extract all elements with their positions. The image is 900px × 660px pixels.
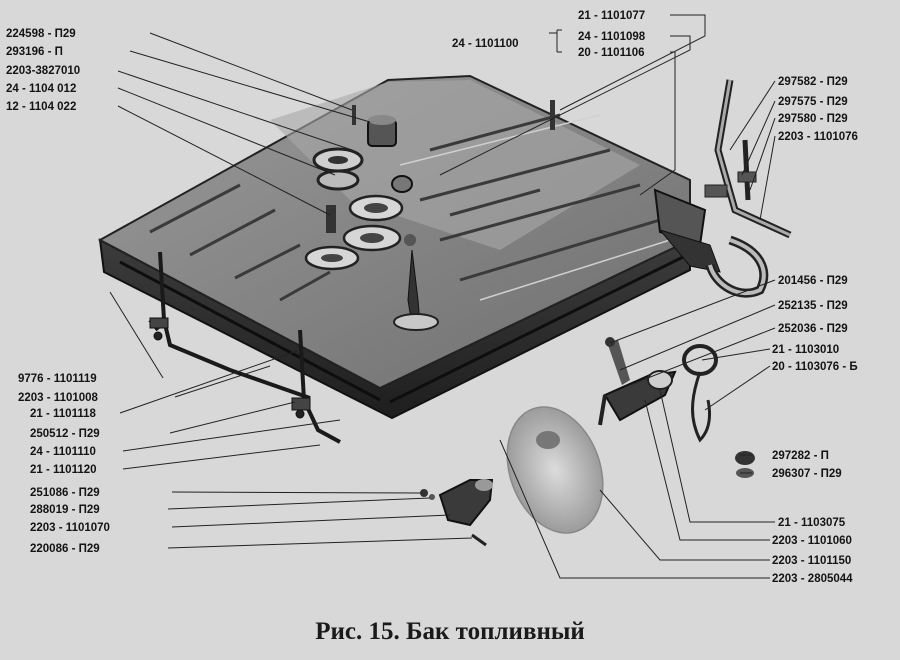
part-labels: 224598 - П29 293196 - П 2203-3827010 24 …: [6, 10, 858, 585]
label-2203-1101150: 2203 - 1101150: [772, 555, 851, 567]
sender-units: [304, 100, 555, 331]
pipe-hose: [598, 394, 607, 426]
label-252135: 252135 - П29: [778, 300, 848, 312]
label-2203-3827010: 2203-3827010: [6, 65, 80, 77]
label-220086: 220086 - П29: [30, 543, 100, 555]
gasket-disk: [506, 406, 604, 534]
top-stud-2: [550, 100, 555, 130]
label-201456: 201456 - П29: [778, 275, 848, 287]
small-cap: [391, 175, 413, 193]
seal-ring: [682, 344, 718, 376]
small-washer: [429, 494, 435, 500]
label-24-1101098: 24 - 1101098: [578, 31, 646, 43]
label-2203-1101008: 2203 - 1101008: [18, 392, 99, 404]
strap-clips: [149, 317, 311, 419]
tank-top-raised: [270, 80, 640, 250]
tank-bracket: [658, 229, 721, 273]
filler-cap-chain: [691, 371, 712, 443]
label-224598: 224598 - П29: [6, 28, 76, 40]
label-assembly: 24 - 1101100: [452, 38, 519, 50]
figure-caption: Рис. 15. Бак топливный: [315, 618, 585, 645]
vent-tube-assembly: [704, 79, 792, 298]
sender-stem: [326, 205, 336, 233]
label-24-1104012: 24 - 1104 012: [6, 83, 76, 95]
small-nut: [420, 489, 428, 497]
label-2203-1101076: 2203 - 1101076: [778, 131, 858, 143]
tank-grooves: [149, 113, 661, 302]
label-21-1103010: 21 - 1103010: [772, 344, 839, 356]
top-stud: [352, 105, 356, 125]
small-bolt: [471, 533, 487, 547]
pipe-clip: [608, 340, 630, 385]
label-297282: 297282 - П: [772, 450, 829, 462]
label-21-1101120: 21 - 1101120: [30, 464, 97, 476]
lower-parts: [420, 479, 494, 547]
leader-lines: [109, 14, 776, 579]
label-297575: 297575 - П29: [778, 96, 848, 108]
filler-pipe-parts: [598, 337, 755, 478]
label-297582: 297582 - П29: [778, 76, 848, 88]
label-293196: 293196 - П: [6, 46, 63, 58]
label-297580: 297580 - П29: [778, 113, 848, 125]
label-251086: 251086 - П29: [30, 487, 100, 499]
label-9776: 9776 - 1101119: [18, 373, 97, 385]
label-21-1103075: 21 - 1103075: [778, 517, 846, 529]
elbow-fitting: [438, 479, 494, 527]
drain-plug: [735, 451, 755, 465]
label-21-1101077: 21 - 1101077: [578, 10, 645, 22]
label-21-1101118: 21 - 1101118: [30, 408, 96, 420]
label-296307: 296307 - П29: [772, 468, 842, 480]
label-2203-1101060: 2203 - 1101060: [772, 535, 852, 547]
label-12-1104022: 12 - 1104 022: [6, 101, 76, 113]
label-250512: 250512 - П29: [30, 428, 100, 440]
label-2203-2805044: 2203 - 2805044: [772, 573, 853, 585]
label-20-1103076: 20 - 1103076 - Б: [772, 361, 858, 373]
label-252036: 252036 - П29: [778, 323, 848, 335]
label-20-1101106: 20 - 1101106: [578, 47, 645, 59]
label-2203-1101070: 2203 - 1101070: [30, 522, 110, 534]
label-24-1101110: 24 - 1101110: [30, 446, 96, 458]
tank-highlights: [399, 114, 671, 301]
label-288019: 288019 - П29: [30, 504, 100, 516]
sender-flange-2: [316, 169, 360, 191]
